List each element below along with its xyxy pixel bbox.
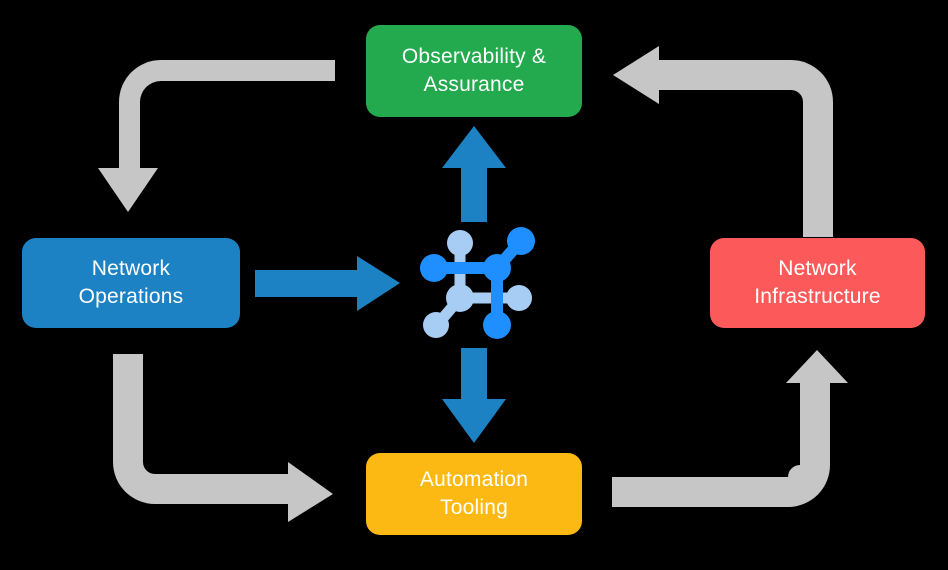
gray-elbow-arrow-up <box>612 350 848 507</box>
network-node-left <box>420 254 448 282</box>
node-label-infrastructure: Network Infrastructure <box>754 256 881 308</box>
node-label-observability: Observability & Assurance <box>401 44 547 96</box>
blue-arrow-right <box>255 256 400 311</box>
network-node-bottom <box>483 311 511 339</box>
node-box-automation[interactable]: Automation Tooling <box>366 453 582 535</box>
node-box-observability[interactable]: Observability & Assurance <box>366 25 582 117</box>
network-topology-icon <box>420 227 535 339</box>
network-node-top <box>447 230 473 256</box>
node-box-operations[interactable]: Network Operations <box>22 238 240 328</box>
network-node-top-right <box>507 227 535 255</box>
network-node-right <box>506 285 532 311</box>
node-label-operations: Network Operations <box>78 256 184 308</box>
network-node-bottom-left <box>423 312 449 338</box>
blue-arrow-up <box>442 126 506 222</box>
network-node-hub <box>483 254 511 282</box>
blue-arrow-down <box>442 348 506 443</box>
node-label-automation: Automation Tooling <box>419 467 529 519</box>
gray-elbow-arrow-left <box>613 46 833 237</box>
node-box-infrastructure[interactable]: Network Infrastructure <box>710 238 925 328</box>
gray-elbow-arrow-right <box>113 354 333 522</box>
network-node-inner-bottom-left <box>446 284 474 312</box>
gray-elbow-arrow-down <box>98 60 335 212</box>
